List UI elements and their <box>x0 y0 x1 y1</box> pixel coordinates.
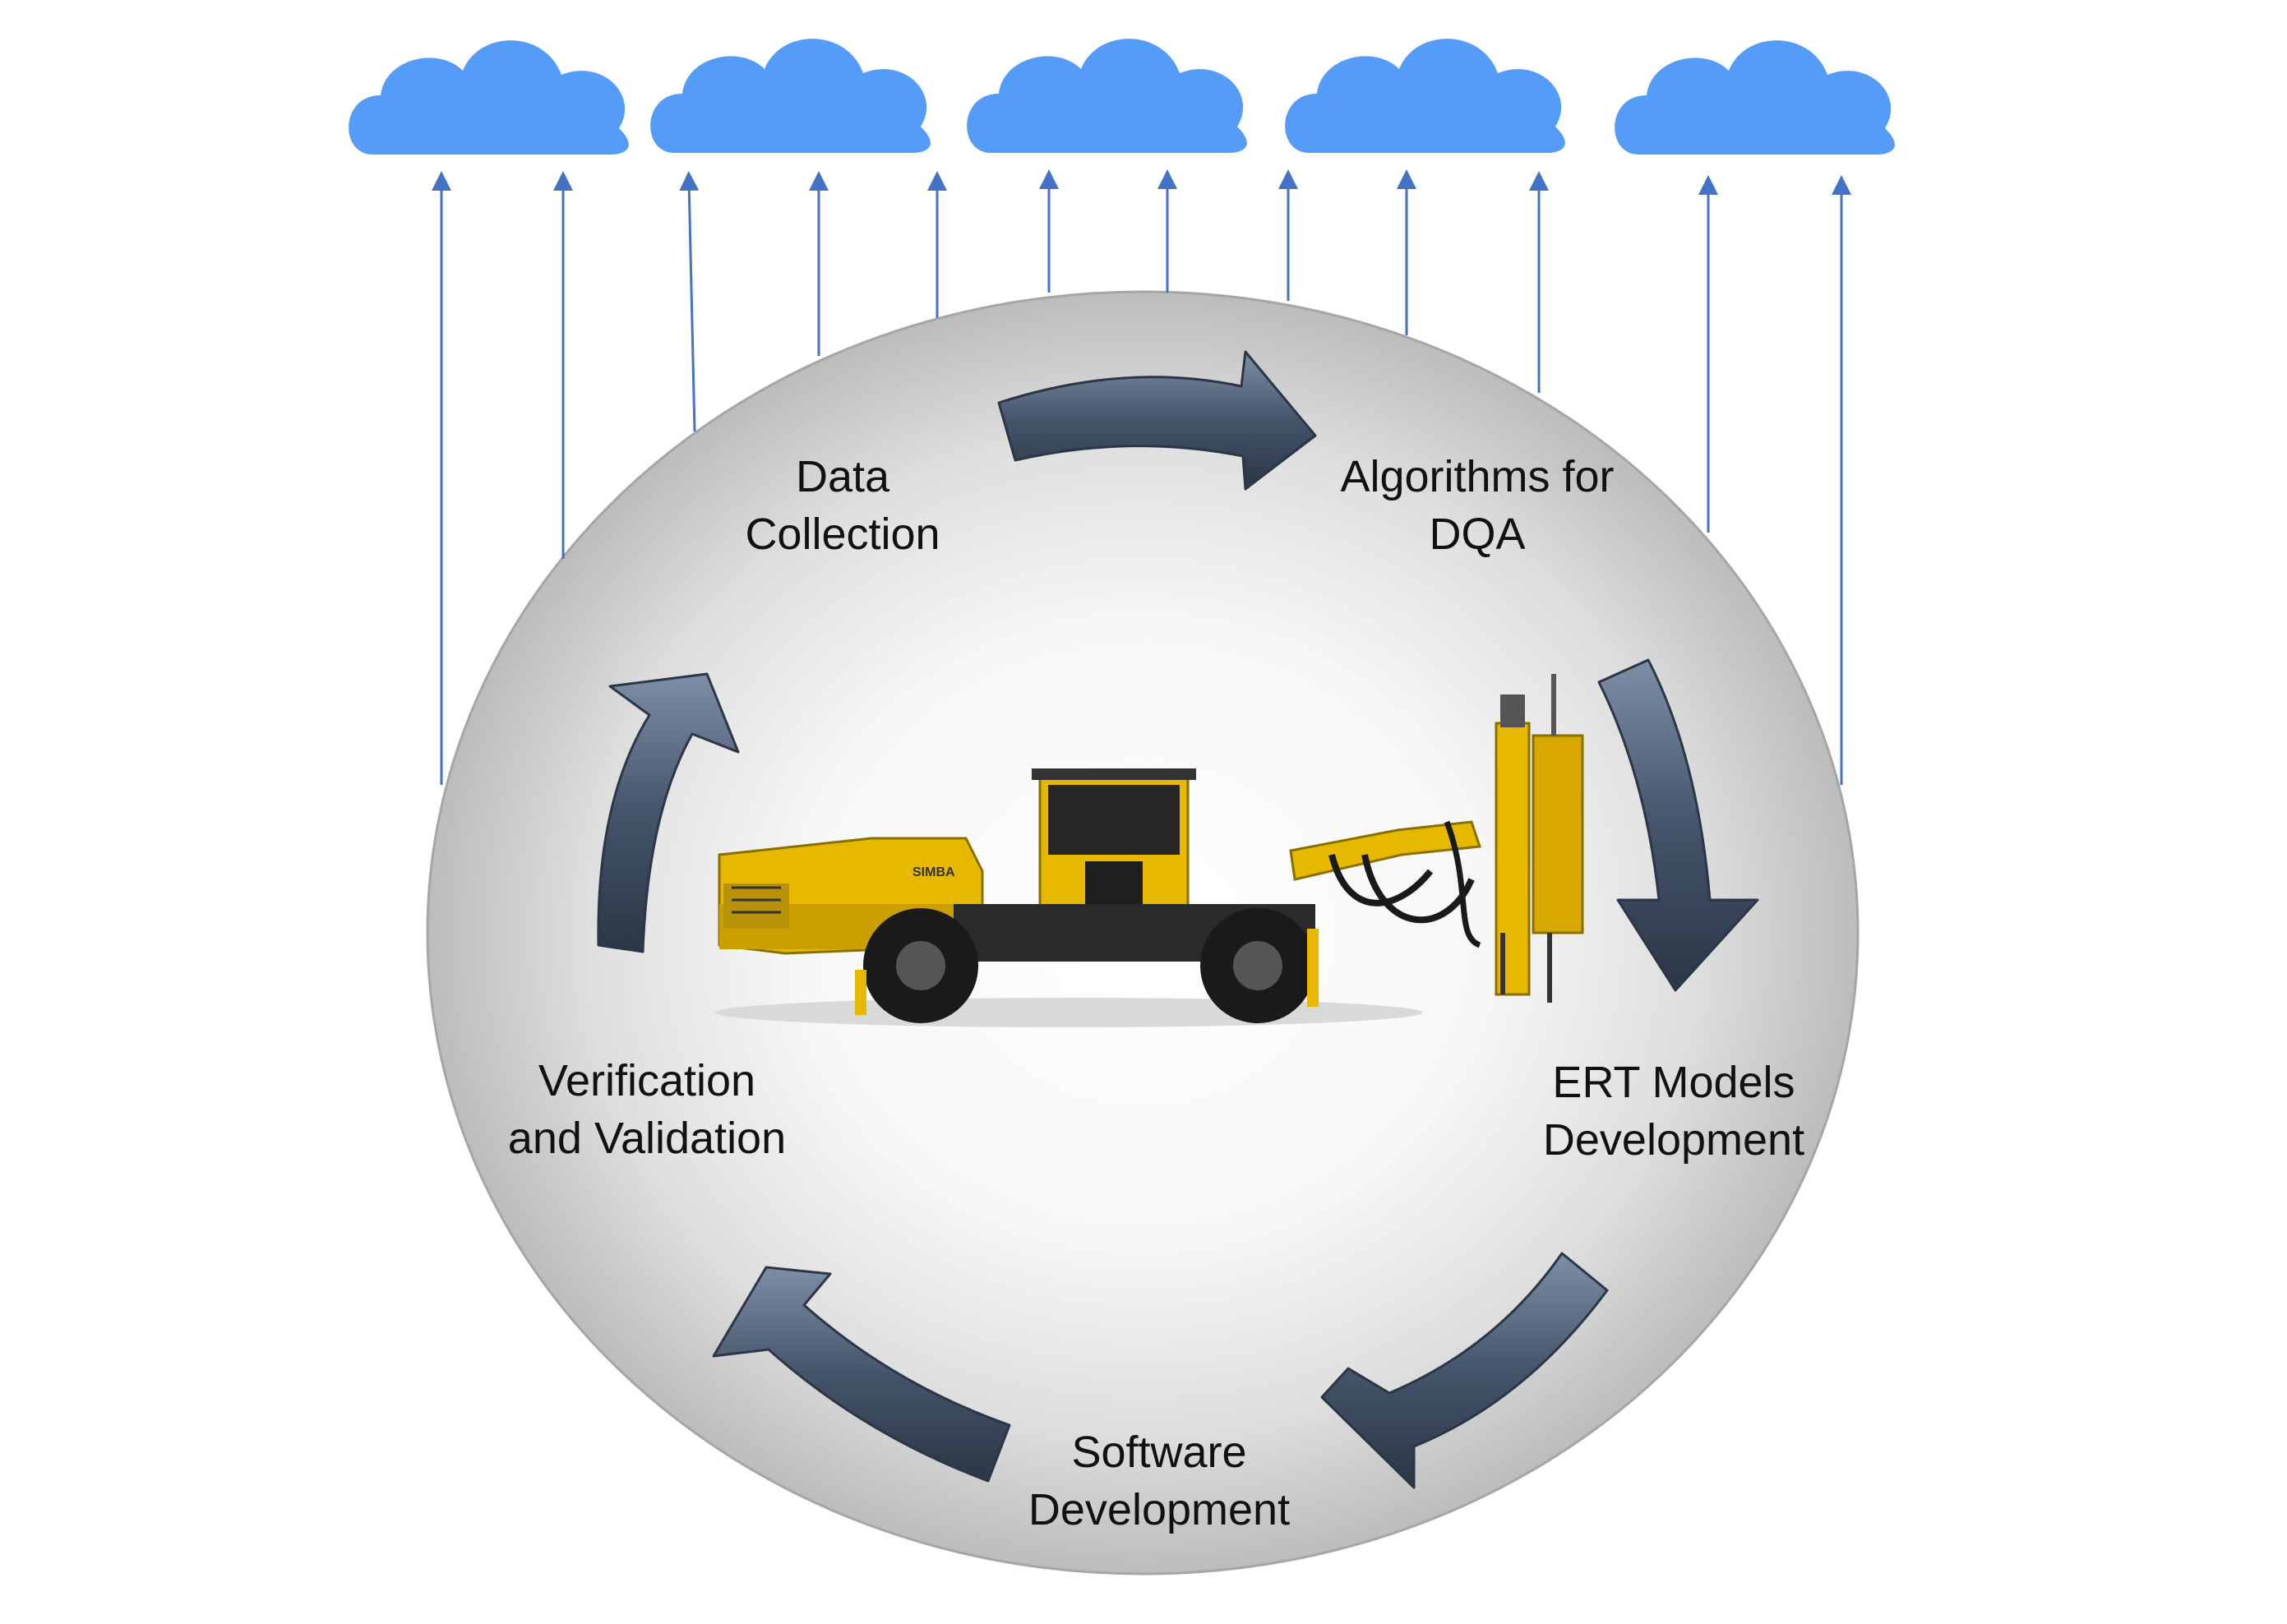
cloud-icon <box>967 39 1247 154</box>
step-label-data-collection-line1: Data <box>796 452 890 501</box>
cycle-arrows <box>597 350 1759 1489</box>
step-labels: Data Collection Algorithms for DQA ERT M… <box>508 452 1804 1534</box>
upload-arrow <box>679 171 700 432</box>
step-label-data-collection-line2: Collection <box>745 510 940 559</box>
cloud-icon <box>349 40 629 155</box>
step-label-algorithms-line2: DQA <box>1429 510 1525 559</box>
cycle-arrow <box>597 672 740 953</box>
upload-arrows <box>432 169 1851 785</box>
step-label-verification-line1: Verification <box>538 1056 755 1105</box>
cycle-arrow <box>997 350 1317 491</box>
cloud-row <box>349 39 1895 155</box>
cycle-arrow <box>1597 658 1759 992</box>
machine-brand-text: SIMBA <box>912 865 955 879</box>
cloud-icon <box>1615 40 1895 155</box>
cycle-arrow <box>712 1266 1011 1483</box>
cycle-arrow <box>1320 1252 1609 1489</box>
step-label-software-line1: Software <box>1071 1428 1246 1477</box>
step-label-ert-models-line2: Development <box>1543 1115 1804 1165</box>
step-label-ert-models-line1: ERT Models <box>1552 1058 1795 1107</box>
step-label-verification-line2: and Validation <box>508 1114 786 1163</box>
step-label-algorithms-line1: Algorithms for <box>1340 452 1614 501</box>
drill-rig-machine: SIMBA <box>715 674 1584 1027</box>
cloud-icon <box>1285 39 1565 154</box>
step-label-software-line2: Development <box>1028 1485 1290 1534</box>
cloud-icon <box>650 39 931 154</box>
